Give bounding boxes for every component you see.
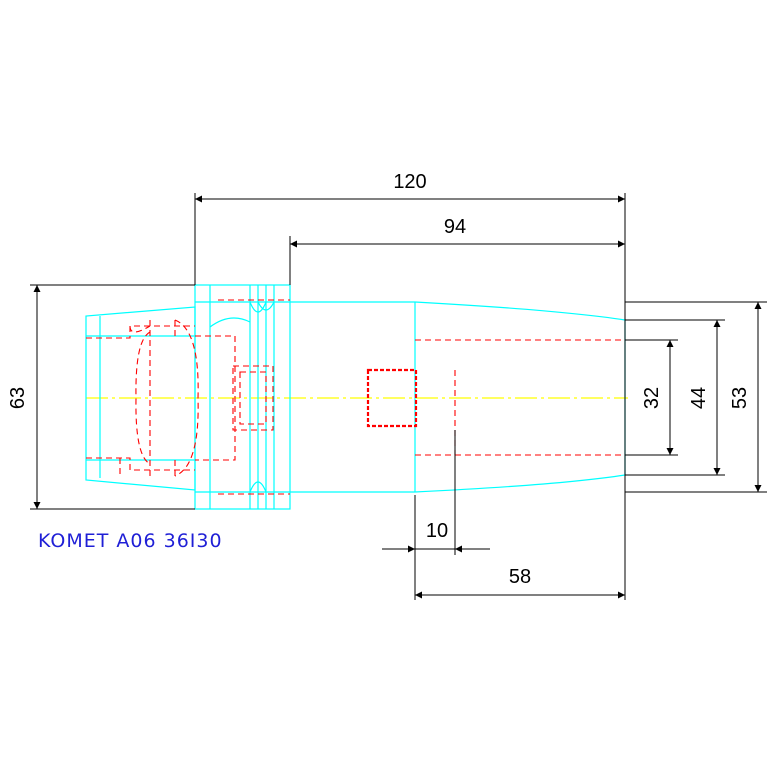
dimension-lines [30,193,767,600]
dim-pocket-width: 10 [426,520,448,542]
drive-pocket [366,368,418,428]
dim-overall-length: 120 [393,171,426,193]
dim-shank-length: 94 [444,216,466,238]
dim-bore-diameter: 32 [641,387,663,409]
dim-bore-depth: 58 [509,566,531,588]
part-caption: KOMET A06 36I30 [38,530,223,552]
dim-nose-diameter: 53 [729,387,751,409]
hidden-lines [86,299,625,495]
tool-holder-outline [85,284,626,510]
dim-inner-diameter: 44 [688,387,710,409]
dim-flange-diameter: 63 [7,387,29,409]
